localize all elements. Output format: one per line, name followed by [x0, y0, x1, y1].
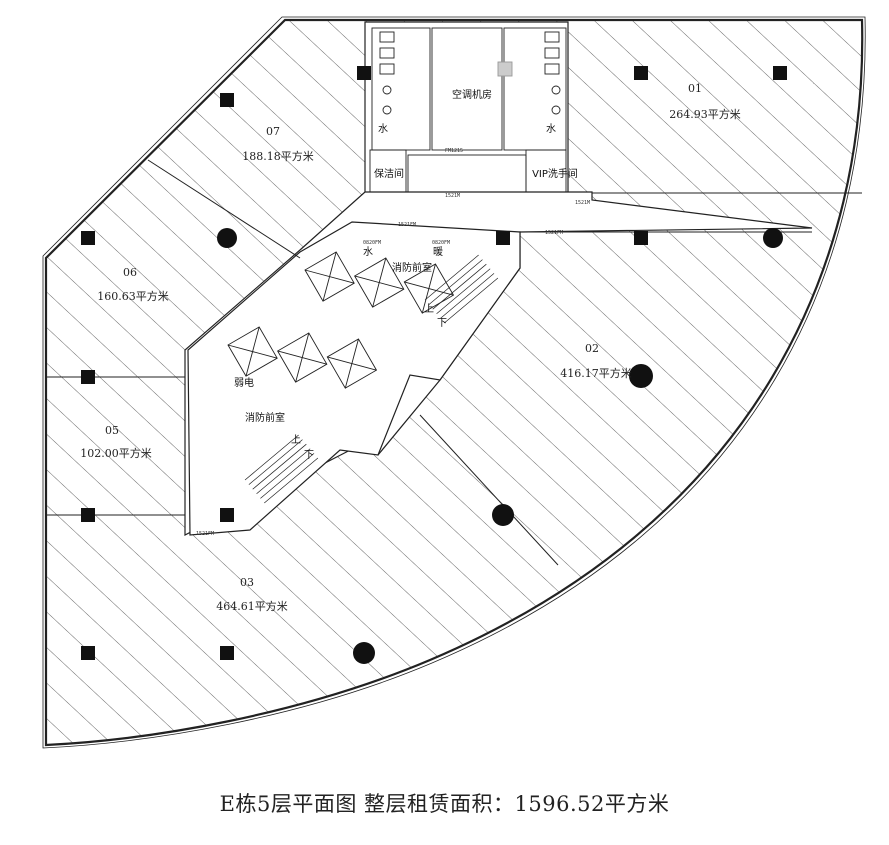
column	[629, 364, 653, 388]
unit-07-label: 07 188.18平方米	[242, 125, 314, 163]
column	[220, 646, 234, 660]
unit-05-label: 05 102.00平方米	[80, 424, 152, 460]
column	[634, 66, 648, 80]
column	[220, 93, 234, 107]
column	[81, 646, 95, 660]
unit-03-label: 03 464.61平方米	[216, 576, 288, 613]
stair-down-label: 下	[304, 450, 314, 461]
fire-lobby-label: 消防前室	[245, 411, 285, 424]
building-outline	[44, 18, 864, 747]
column	[492, 504, 514, 526]
elevators	[227, 251, 455, 389]
svg-text:1521M: 1521M	[445, 193, 460, 199]
svg-text:1521FM: 1521FM	[545, 230, 563, 236]
unit-id: 06	[123, 266, 137, 279]
unit-01-label: 01 264.93平方米	[669, 82, 741, 121]
core-diagonal	[187, 221, 521, 536]
columns-round	[217, 228, 783, 664]
svg-text:0820FM: 0820FM	[432, 240, 450, 246]
column	[634, 231, 648, 245]
unit-02-label: 02 416.17平方米	[560, 342, 632, 380]
svg-text:1521FM: 1521FM	[398, 222, 416, 228]
vip-restroom-label: VIP洗手间	[532, 167, 578, 180]
unit-id: 07	[266, 125, 280, 138]
stair-up-label: 上	[291, 434, 301, 446]
unit-id: 03	[240, 576, 254, 589]
column	[357, 66, 371, 80]
water-room-label: 水	[363, 246, 373, 258]
column	[496, 231, 510, 245]
stair-up-label: 上	[424, 303, 434, 315]
weak-elec-label: 弱电	[234, 376, 254, 389]
unit-area: 160.63平方米	[97, 289, 169, 303]
unit-dividers	[46, 159, 862, 566]
column	[220, 508, 234, 522]
warm-room-label: 暖	[433, 245, 443, 258]
column	[81, 370, 95, 384]
column	[763, 228, 783, 248]
column	[81, 508, 95, 522]
unit-area: 464.61平方米	[216, 599, 288, 613]
fire-lobby-label: 消防前室	[392, 261, 432, 274]
column	[81, 231, 95, 245]
unit-id: 05	[105, 424, 119, 437]
unit-id: 01	[688, 82, 702, 95]
stairs	[244, 254, 499, 504]
water-room-label: 水	[546, 123, 556, 135]
service-rooms	[369, 27, 567, 193]
svg-text:0820FM: 0820FM	[363, 240, 381, 246]
svg-text:1521FM: 1521FM	[196, 531, 214, 537]
plan-caption: E栋5层平面图 整层租赁面积：1596.52平方米	[219, 792, 670, 816]
columns-square	[81, 66, 787, 660]
unit-area: 188.18平方米	[242, 149, 314, 163]
unit-id: 02	[585, 342, 599, 355]
svg-text:1521M: 1521M	[575, 200, 590, 206]
unit-area: 416.17平方米	[560, 366, 632, 380]
unit-06-label: 06 160.63平方米	[97, 266, 169, 303]
svg-text:FM1215: FM1215	[445, 148, 463, 154]
cleaning-room-label: 保洁间	[374, 167, 404, 180]
unit-area: 102.00平方米	[80, 446, 152, 460]
stair-down-label: 下	[437, 318, 447, 329]
dimension-marks: FM1215 1521M 1521M 1521FM 1521FM 0820FM …	[196, 148, 590, 537]
water-room-label: 水	[378, 123, 388, 135]
column	[773, 66, 787, 80]
ac-room-label: 空调机房	[452, 88, 492, 101]
building-outer-wall	[42, 16, 866, 749]
column	[217, 228, 237, 248]
column	[353, 642, 375, 664]
unit-area: 264.93平方米	[669, 107, 741, 121]
